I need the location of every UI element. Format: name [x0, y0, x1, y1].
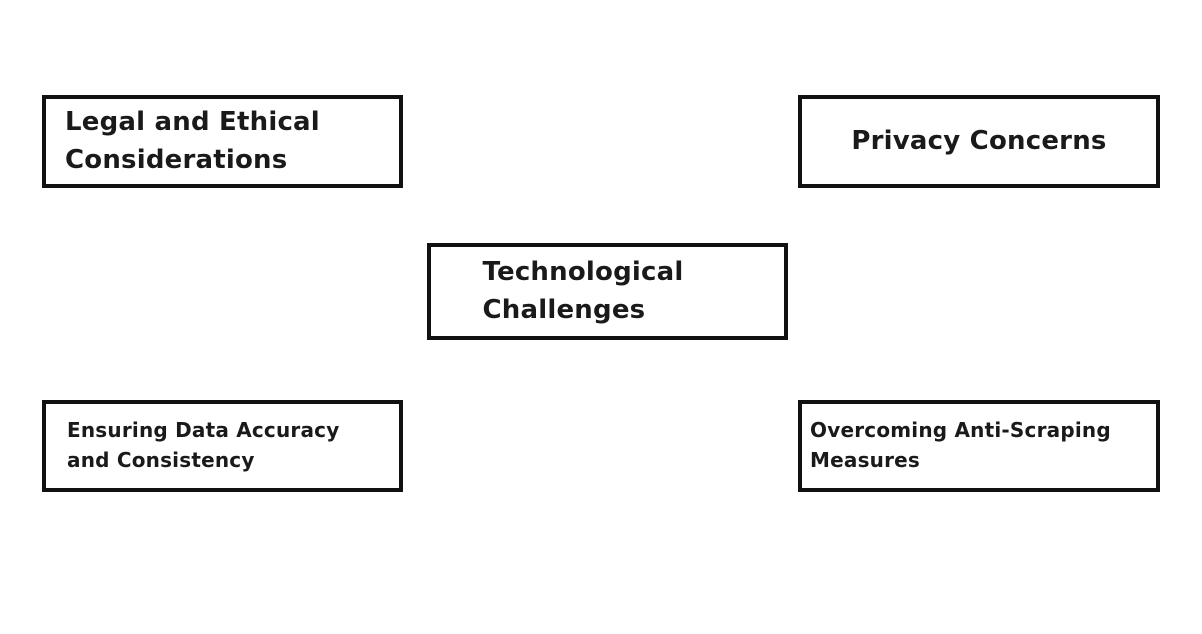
node-privacy-concerns: Privacy Concerns [798, 95, 1160, 188]
node-label-ensuring-data-accuracy-and-consistency: Ensuring Data Accuracy and Consistency [67, 418, 340, 472]
node-label-technological-challenges: Technological Challenges [482, 256, 684, 325]
node-ensuring-data-accuracy-and-consistency: Ensuring Data Accuracy and Consistency [42, 400, 403, 492]
node-legal-and-ethical-considerations: Legal and Ethical Considerations [42, 95, 403, 188]
node-label-privacy-concerns: Privacy Concerns [851, 125, 1107, 156]
node-label-legal-and-ethical-considerations: Legal and Ethical Considerations [65, 106, 320, 175]
node-label-overcoming-anti-scraping-measures: Overcoming Anti-Scraping Measures [810, 418, 1111, 472]
node-technological-challenges: Technological Challenges [427, 243, 788, 340]
node-overcoming-anti-scraping-measures: Overcoming Anti-Scraping Measures [798, 400, 1160, 492]
